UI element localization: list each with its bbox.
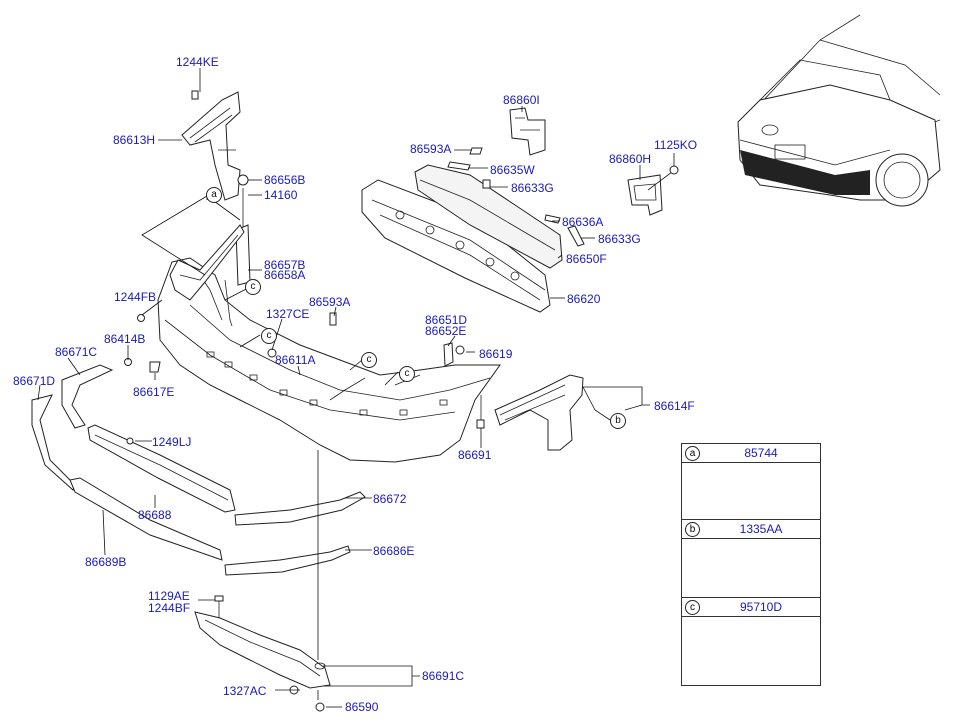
label-86689B[interactable]: 86689B — [85, 555, 127, 569]
legend-row-c[interactable]: c 95710D — [682, 598, 820, 617]
label-86620[interactable]: 86620 — [567, 292, 601, 306]
legend-row-a[interactable]: a 85744 — [682, 444, 820, 463]
label-1244FB[interactable]: 1244FB — [114, 290, 157, 304]
label-1249LJ[interactable]: 1249LJ — [152, 435, 192, 449]
label-86650F[interactable]: 86650F — [566, 252, 607, 266]
label-86633G-right[interactable]: 86633G — [598, 232, 641, 246]
part-86657B-strip — [169, 224, 245, 301]
label-86672[interactable]: 86672 — [373, 492, 407, 506]
legend-part-b[interactable]: 1335AA — [739, 522, 783, 536]
label-86656B[interactable]: 86656B — [264, 173, 306, 187]
car-thumbnail — [737, 14, 941, 207]
label-86688[interactable]: 86688 — [138, 508, 172, 522]
callout-a: a — [206, 187, 222, 203]
label-86636A[interactable]: 86636A — [562, 215, 604, 229]
part-86613H-bracket — [181, 90, 241, 201]
part-86688-garnish — [87, 424, 236, 513]
part-86650F-absorber — [414, 164, 563, 269]
label-86860H[interactable]: 86860H — [609, 152, 652, 166]
part-86620-beam — [361, 179, 551, 313]
label-86613H[interactable]: 86613H — [113, 133, 156, 147]
label-86691[interactable]: 86691 — [458, 448, 492, 462]
legend-letter-c: c — [685, 600, 700, 615]
callout-b: b — [610, 413, 626, 429]
label-86619[interactable]: 86619 — [479, 347, 513, 361]
label-86652E[interactable]: 86652E — [425, 324, 467, 338]
label-86671C[interactable]: 86671C — [55, 345, 98, 359]
callout-c-2: c — [261, 328, 277, 344]
part-86860I-bracket — [509, 107, 546, 156]
legend-divider — [682, 597, 820, 598]
label-1129AE[interactable]: 1129AE — [148, 589, 190, 603]
label-86593A-lower[interactable]: 86593A — [309, 295, 351, 309]
label-86635W[interactable]: 86635W — [490, 163, 535, 177]
label-1327CE[interactable]: 1327CE — [266, 307, 310, 321]
label-86686E[interactable]: 86686E — [373, 544, 415, 558]
label-14160[interactable]: 14160 — [264, 188, 298, 202]
legend-row-b[interactable]: b 1335AA — [682, 520, 820, 539]
label-86657B[interactable]: 86657B — [264, 258, 306, 272]
fasteners-left — [124, 312, 337, 445]
legend-letter-b: b — [685, 522, 700, 537]
label-86614F[interactable]: 86614F — [654, 399, 695, 413]
legend-table: a 85744 b 1335AA c 95710D — [681, 443, 821, 686]
legend-divider — [682, 519, 820, 520]
part-86651D-bracket — [443, 342, 485, 429]
legend-part-c[interactable]: 95710D — [739, 600, 783, 614]
label-86633G-left[interactable]: 86633G — [511, 181, 554, 195]
legend-letter-a: a — [685, 446, 700, 461]
label-86671D[interactable]: 86671D — [13, 374, 56, 388]
label-86860I[interactable]: 86860I — [503, 93, 540, 107]
label-86691C[interactable]: 86691C — [422, 669, 465, 683]
part-86614F-side-bracket — [494, 374, 584, 451]
part-86672-molding — [234, 491, 366, 526]
label-1125KO[interactable]: 1125KO — [654, 138, 698, 152]
label-1244BF[interactable]: 1244BF — [148, 601, 191, 615]
label-86617E[interactable]: 86617E — [133, 385, 175, 399]
label-86658A[interactable]: 86658A — [264, 268, 306, 282]
part-86611A-bumper-cover — [157, 257, 501, 463]
part-86689B-garnish — [69, 477, 223, 561]
label-86590[interactable]: 86590 — [345, 700, 379, 714]
label-86593A-top[interactable]: 86593A — [410, 142, 452, 156]
label-86414B[interactable]: 86414B — [104, 332, 146, 346]
callout-c-4: c — [399, 366, 415, 382]
label-86651D[interactable]: 86651D — [425, 313, 468, 327]
part-86686E-molding — [224, 545, 351, 576]
callout-c-1: c — [245, 279, 261, 295]
part-86671C-strip — [61, 364, 114, 429]
label-1327AC[interactable]: 1327AC — [223, 684, 267, 698]
label-86611A[interactable]: 86611A — [275, 353, 316, 367]
label-1244KE[interactable]: 1244KE — [176, 55, 219, 69]
callout-c-3: c — [361, 352, 377, 368]
part-86860H-bracket — [627, 165, 679, 216]
legend-part-a[interactable]: 85744 — [744, 446, 778, 460]
fasteners-86656B-14160 — [235, 174, 251, 286]
